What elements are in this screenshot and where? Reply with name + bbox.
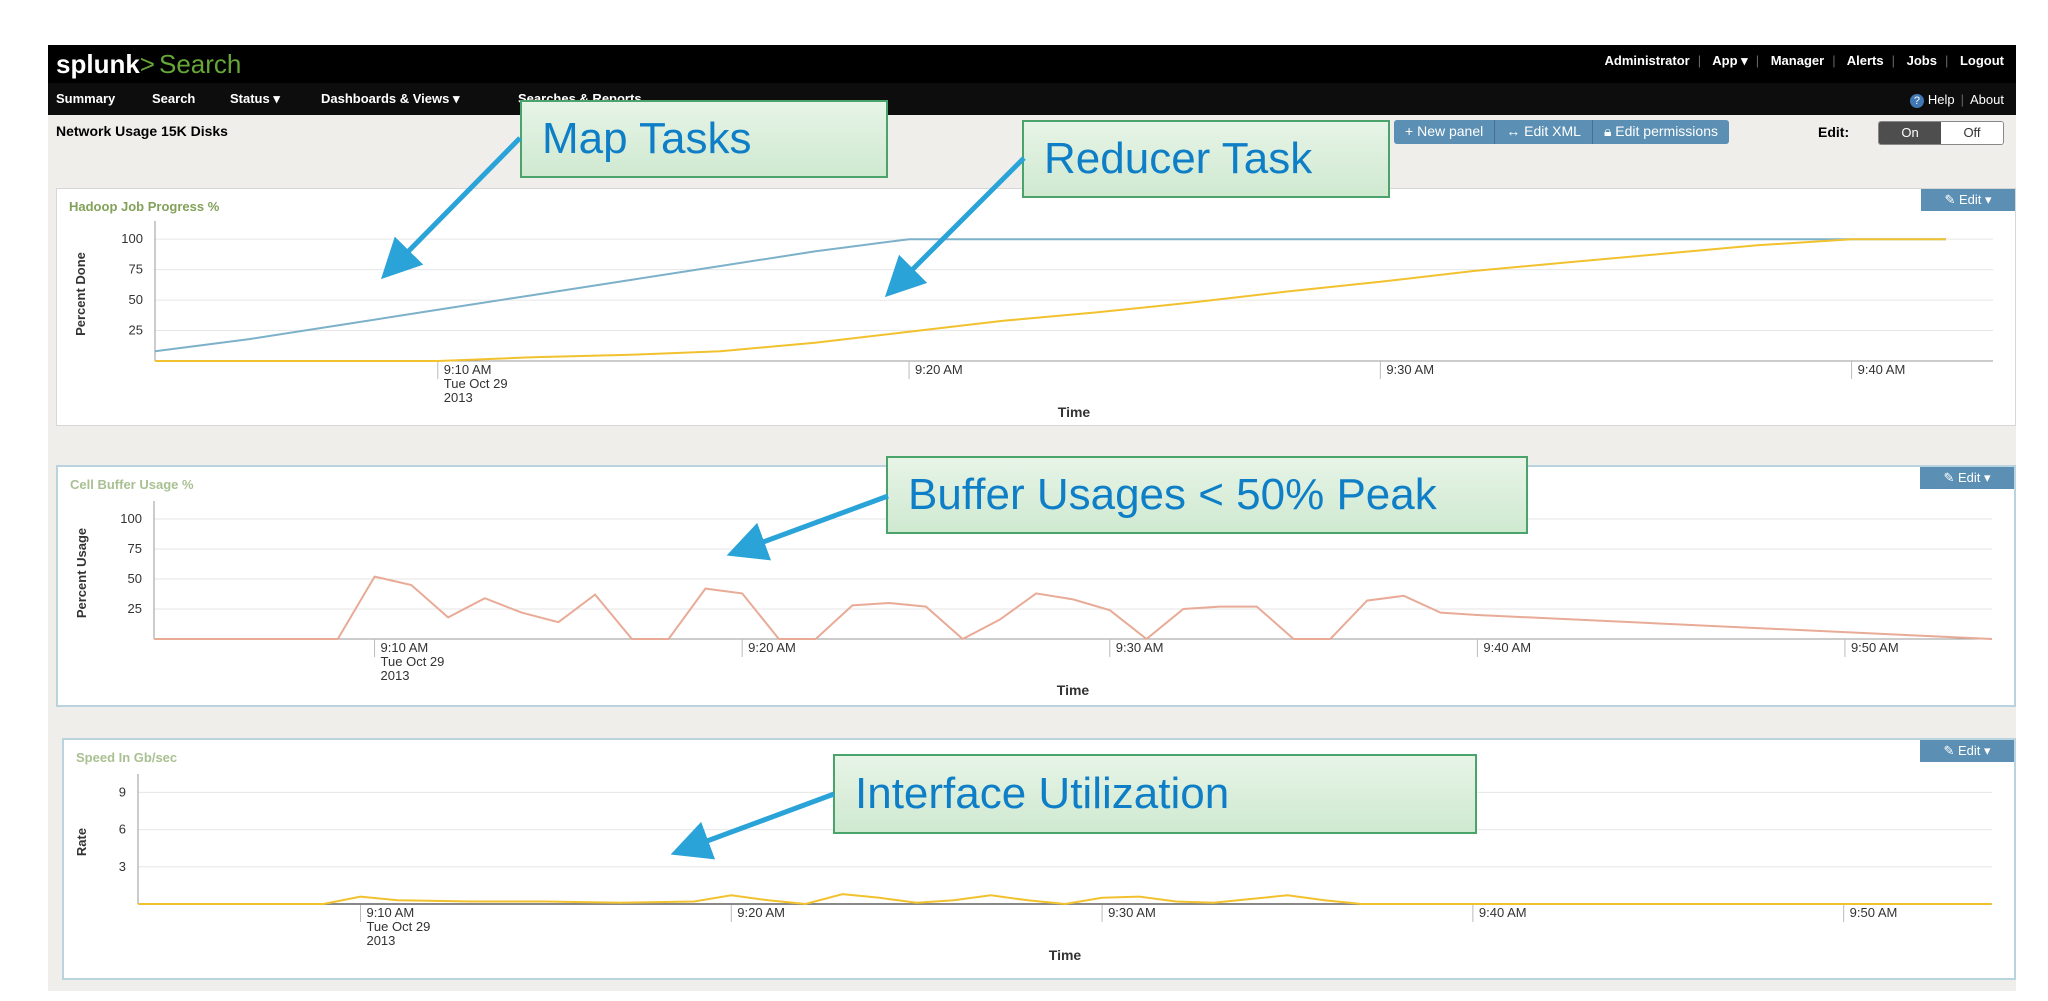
x-tick-sublabel: Tue Oct 29 (444, 376, 508, 391)
panel-hadoop-job-progress: Hadoop Job Progress % ✎ Edit ▾ 100 75 50 25… (56, 188, 2016, 426)
panel-edit-button[interactable]: ✎ Edit ▾ (1920, 467, 2014, 489)
x-tick-sublabel: 2013 (381, 668, 410, 683)
help-icon: ? (1909, 94, 1924, 108)
y-tick-label: 25 (129, 323, 143, 338)
splunk-logo[interactable]: splunk>Search (56, 49, 241, 80)
pencil-icon: ✎ (1944, 192, 1959, 207)
code-arrows-icon: ↔ (1506, 123, 1525, 139)
edit-xml-button[interactable]: ↔ Edit XML (1495, 120, 1593, 144)
chevron-down-icon: ▾ (1984, 743, 1991, 758)
logo-app-name: Search (158, 49, 242, 79)
jobs-link[interactable]: Jobs (1906, 53, 1937, 68)
lock-icon: 🔒︎ (1603, 123, 1616, 139)
x-tick-sublabel: 2013 (444, 390, 473, 405)
panel-title: Speed In Gb/sec (76, 750, 178, 765)
nav-summary[interactable]: Summary (56, 91, 116, 106)
x-tick-label: 9:20 AM (748, 640, 796, 655)
series-line (154, 238, 1946, 353)
series-line (138, 893, 1992, 906)
y-tick-label: 50 (129, 292, 143, 307)
x-tick-label: 9:40 AM (1479, 905, 1527, 920)
panel-edit-button[interactable]: ✎ Edit ▾ (1921, 189, 2015, 211)
series-line (155, 238, 1946, 362)
y-tick-label: 25 (128, 601, 142, 616)
x-tick-label: 9:50 AM (1851, 640, 1899, 655)
x-tick-sublabel: 2013 (366, 933, 395, 948)
panel-edit-button[interactable]: ✎ Edit ▾ (1920, 740, 2014, 762)
top-links: Administrator| App ▾| Manager| Alerts| J… (1604, 53, 2005, 68)
x-tick-sublabel: Tue Oct 29 (381, 654, 445, 669)
chevron-down-icon: ▾ (273, 91, 280, 106)
x-tick-label: 9:20 AM (915, 362, 963, 377)
pencil-icon: ✎ (1943, 470, 1958, 485)
y-tick-label: 100 (120, 511, 142, 526)
x-tick-label: 9:40 AM (1483, 640, 1531, 655)
x-tick-label: 9:40 AM (1858, 362, 1906, 377)
plus-icon: + (1405, 123, 1418, 139)
x-tick-label: 9:20 AM (737, 905, 785, 920)
edit-permissions-button[interactable]: 🔒︎ Edit permissions (1603, 123, 1718, 139)
chevron-down-icon: ▾ (453, 91, 460, 106)
help-link[interactable]: ?Help (1909, 92, 1955, 108)
nav-right-links: ?Help|About (1909, 92, 2004, 108)
x-tick-label: 9:30 AM (1116, 640, 1164, 655)
app-nav-bar: Summary Search Status ▾ Dashboards & Vie… (48, 83, 2016, 115)
top-bar: splunk>Search Administrator| App ▾| Mana… (48, 45, 2016, 83)
series-line (154, 575, 1993, 641)
x-tick-label: 9:10 AM (444, 362, 492, 377)
app-menu[interactable]: App ▾ (1712, 53, 1748, 68)
y-axis-label: Percent Usage (74, 528, 89, 618)
edit-mode-label: Edit: (1818, 124, 1850, 140)
callout-interface-utilization: Interface Utilization (833, 754, 1477, 834)
y-tick-label: 75 (129, 262, 143, 277)
dashboard-edit-toolbar: + New panel ↔ Edit XML 🔒︎ Edit permissio… (1394, 120, 1729, 144)
y-tick-label: 9 (119, 784, 126, 799)
chevron-down-icon: ▾ (1984, 470, 1991, 485)
user-menu[interactable]: Administrator (1604, 53, 1690, 68)
x-tick-label: 9:10 AM (381, 640, 429, 655)
about-link[interactable]: About (1970, 92, 2004, 107)
edit-mode-toggle[interactable]: On Off (1878, 121, 2004, 145)
pencil-icon: ✎ (1943, 743, 1958, 758)
callout-buffer-usage: Buffer Usages < 50% Peak (886, 456, 1528, 534)
y-tick-label: 75 (128, 541, 142, 556)
x-tick-sublabel: Tue Oct 29 (366, 919, 430, 934)
y-tick-label: 100 (121, 231, 143, 246)
x-axis-label: Time (1058, 404, 1091, 420)
x-tick-label: 9:10 AM (366, 905, 414, 920)
panel-title: Hadoop Job Progress % (69, 199, 220, 214)
x-tick-label: 9:30 AM (1108, 905, 1156, 920)
chevron-down-icon: ▾ (1741, 53, 1748, 68)
x-tick-label: 9:50 AM (1850, 905, 1898, 920)
x-axis-label: Time (1057, 682, 1090, 698)
nav-status[interactable]: Status ▾ (230, 91, 280, 106)
nav-dashboards-views[interactable]: Dashboards & Views ▾ (321, 91, 460, 106)
y-axis-label: Percent Done (73, 252, 88, 336)
callout-map-tasks: Map Tasks (520, 100, 888, 178)
toggle-on[interactable]: On (1879, 122, 1941, 144)
x-tick-label: 9:30 AM (1386, 362, 1434, 377)
y-tick-label: 3 (119, 859, 126, 874)
y-axis-label: Rate (74, 828, 89, 856)
x-axis-label: Time (1049, 947, 1082, 963)
y-tick-label: 6 (119, 822, 126, 837)
y-tick-label: 50 (128, 571, 142, 586)
callout-reducer-task: Reducer Task (1022, 120, 1390, 198)
logo-separator: > (139, 49, 155, 79)
alerts-link[interactable]: Alerts (1846, 53, 1884, 68)
nav-search[interactable]: Search (152, 91, 196, 106)
panel-title: Cell Buffer Usage % (70, 477, 194, 492)
chevron-down-icon: ▾ (1985, 192, 1992, 207)
manager-link[interactable]: Manager (1770, 53, 1825, 68)
dashboard-title: Network Usage 15K Disks (56, 123, 228, 139)
logout-link[interactable]: Logout (1959, 53, 2004, 68)
logo-brand: splunk (56, 49, 140, 79)
new-panel-button[interactable]: + New panel (1394, 120, 1496, 144)
toggle-off[interactable]: Off (1941, 122, 2003, 144)
